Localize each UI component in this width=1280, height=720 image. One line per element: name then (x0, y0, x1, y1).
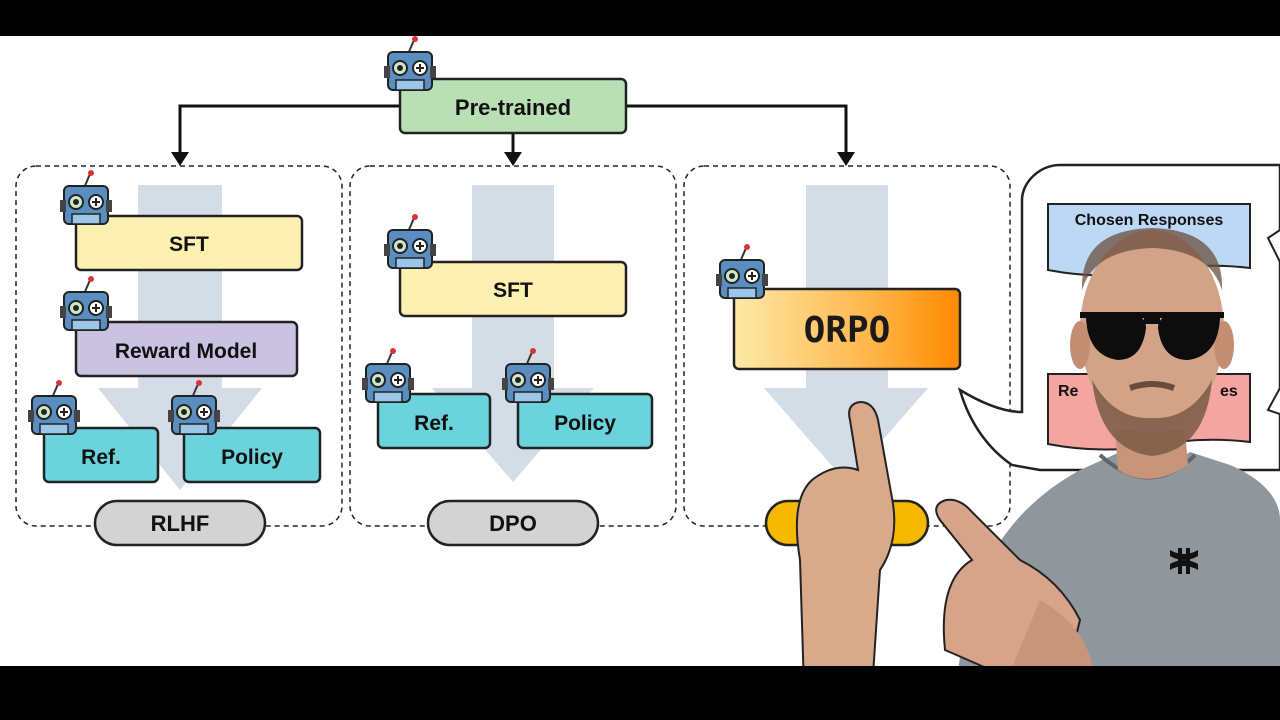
dpo-sft-label: SFT (493, 279, 533, 302)
rejected-label-right: es (1220, 383, 1238, 400)
orpo-label: ORPO (804, 310, 891, 351)
pretrained-label: Pre-trained (455, 95, 571, 120)
dpo-panel: SFT Ref. Policy DPO (349, 165, 677, 547)
rlhf-sft-label: SFT (169, 233, 209, 256)
rlhf-policy-label: Policy (221, 446, 283, 469)
presenter-photo (795, 228, 1280, 720)
chosen-responses-label: Chosen Responses (1075, 212, 1224, 229)
dpo-name-pill: DPO (489, 511, 537, 536)
rlhf-name-pill: RLHF (151, 511, 210, 536)
connector-arrowheads (171, 152, 855, 166)
rlhf-panel: SFT Reward Model Ref. Policy RLHF (15, 165, 343, 547)
rlhf-ref-label: Ref. (81, 446, 121, 469)
bottom-letterbox (0, 666, 1280, 720)
dpo-policy-label: Policy (554, 412, 616, 435)
sunglasses-icon (1080, 312, 1224, 360)
rlhf-reward-model-label: Reward Model (115, 340, 257, 363)
pretrained-node: Pre-trained (398, 77, 628, 135)
dpo-ref-label: Ref. (414, 412, 454, 435)
under-armour-logo-icon (1170, 548, 1198, 574)
top-letterbox (0, 0, 1280, 36)
rejected-label-left: Re (1058, 383, 1079, 400)
